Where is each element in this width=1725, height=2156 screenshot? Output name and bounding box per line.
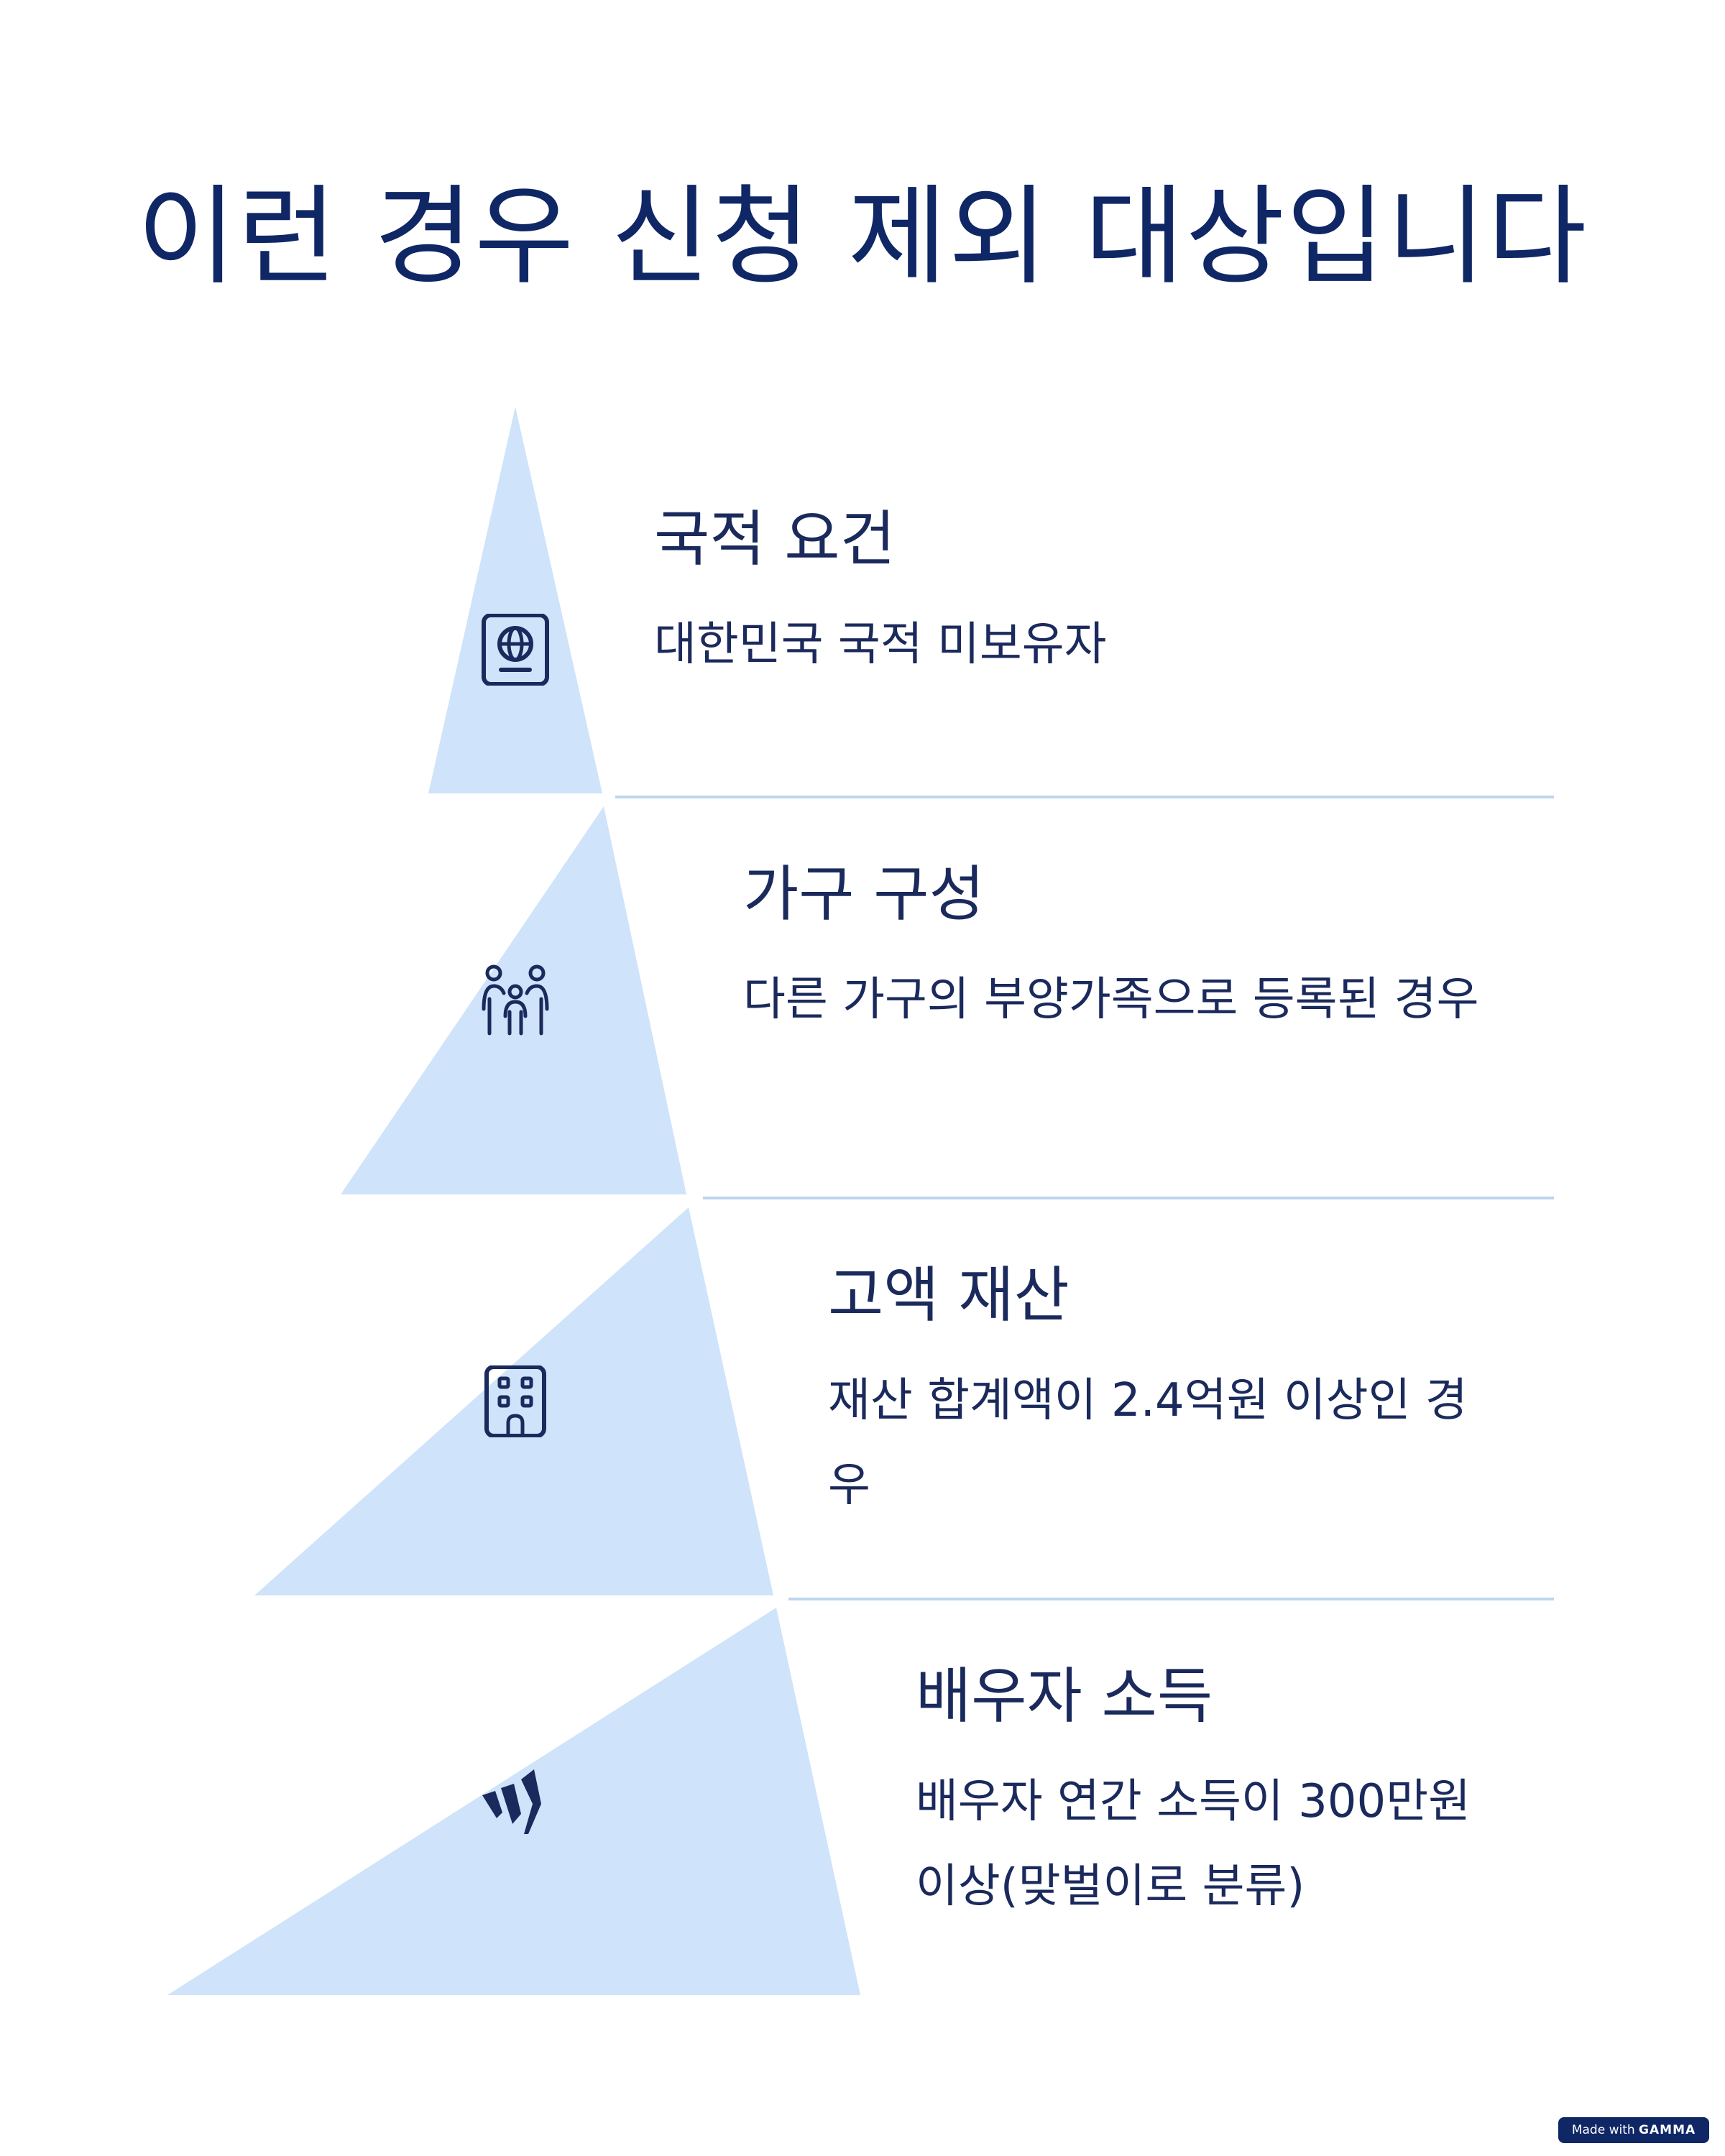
passport-icon xyxy=(482,614,549,686)
made-with-gamma-badge[interactable]: Made with GAMMA xyxy=(1558,2117,1709,2143)
page-title: 이런 경우 신청 제외 대상입니다 xyxy=(137,175,1588,300)
tier-heading: 국적 요건 xyxy=(654,504,896,574)
building-icon xyxy=(484,1365,546,1437)
tier-description: 대한민국 국적 미보유자 xyxy=(654,618,1107,671)
tier-heading: 가구 구성 xyxy=(743,859,985,929)
tier-4-content: 배우자 소득 배우자 연간 소득이 300만원 이상(맞벌이로 분류) xyxy=(916,1660,1505,1929)
tier-1-content: 국적 요건 대한민국 국적 미보유자 xyxy=(654,503,1301,687)
tier-divider-1 xyxy=(615,796,1554,798)
tier-divider-2 xyxy=(703,1197,1554,1199)
tier-heading: 고액 재산 xyxy=(828,1260,1070,1330)
tier-3-content: 고액 재산 재산 합계액이 2.4억원 이상인 경우 xyxy=(828,1259,1475,1528)
family-icon xyxy=(482,964,549,1036)
tier-2-content: 가구 구성 다른 가구의 부양가족으로 등록된 경우 xyxy=(743,858,1527,1042)
tier-heading: 배우자 소득 xyxy=(916,1661,1213,1731)
tier-description: 배우자 연간 소득이 300만원 이상(맞벌이로 분류) xyxy=(916,1775,1471,1913)
badge-prefix: Made with xyxy=(1571,2123,1635,2137)
pyramid-tier-1 xyxy=(428,407,602,793)
pyramid-tier-3 xyxy=(254,1207,773,1595)
tier-divider-3 xyxy=(788,1598,1554,1600)
badge-brand: GAMMA xyxy=(1639,2123,1696,2137)
tier-description: 다른 가구의 부양가족으로 등록된 경우 xyxy=(743,973,1479,1026)
tier-description: 재산 합계액이 2.4억원 이상인 경우 xyxy=(828,1374,1468,1512)
gamma-logo-icon xyxy=(482,1769,541,1834)
